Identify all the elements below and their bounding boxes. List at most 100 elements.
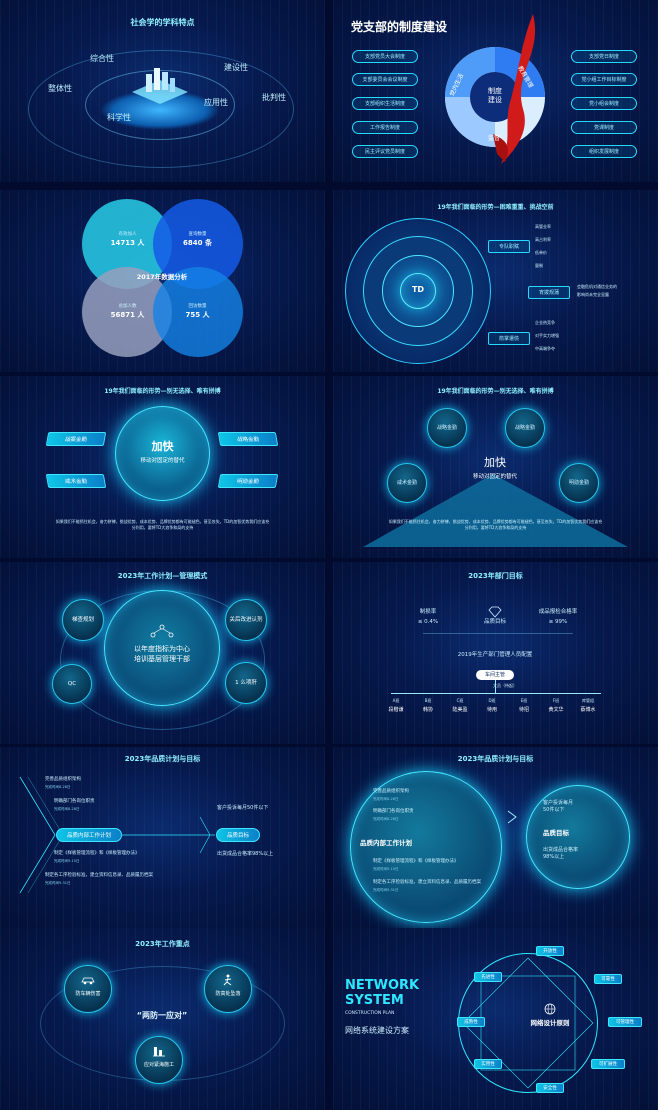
main-circle-label: 以年度指标为中心 培训基层管理干部 xyxy=(134,645,190,663)
plan-date: 完成时间9-31日 xyxy=(45,881,71,885)
slide-quality-plan-a[interactable]: 2023年品质计划与目标 完善品质组织架构 完成时间8-28日 明确部门各岗位职… xyxy=(0,747,325,929)
principle-tag: 可扩展性 xyxy=(591,1059,625,1069)
org-member: 蔡博水 xyxy=(580,707,596,713)
hub-title: 加快 xyxy=(151,440,174,453)
group-1-item: 低单价 xyxy=(535,250,547,255)
slide-department-goals[interactable]: 2023年部门目标 制损率 ≤ 0.4% 品质目标 成品报检合格率 ≥ 99% … xyxy=(333,562,658,744)
internal-plan-button[interactable]: 品质内部工作计划 xyxy=(56,828,122,842)
org-member: 待招 xyxy=(518,707,529,713)
label-critical: 批判性 xyxy=(262,93,286,102)
plan-date: 完成时间8-28日 xyxy=(45,785,71,789)
slide-quality-plan-b[interactable]: 2023年品质计划与目标 完善品质组织架构 完成时间8-28日 明确部门各岗位职… xyxy=(333,747,658,929)
slide-title: 2023年品质计划与目标 xyxy=(457,755,534,763)
org-team: E班 xyxy=(520,698,528,703)
center-title: 加快 xyxy=(484,456,506,469)
node-label: 明勋金勤 xyxy=(568,480,589,486)
org-team: F班 xyxy=(552,698,560,703)
plan-item: 完善品质组织架构 xyxy=(45,777,81,782)
plan-item: 制定《样板管理流程》和《样板管理办法》 xyxy=(373,859,459,864)
quality-goal-button[interactable]: 品质目标 xyxy=(216,828,260,842)
goal-item: 出货成品合格率98%以上 xyxy=(217,851,274,857)
slide-title: 19年我们面临的形势—困难重重、挑战空前 xyxy=(437,204,554,211)
goal-circle xyxy=(526,785,630,889)
slide-data-venn[interactable]: 有效加人 14713 人 查询数量 6840 条 总加人数 56871 人 回访… xyxy=(0,190,325,372)
slide-title: 19年我们面临的形势—别无选择、唯有拼搏 xyxy=(104,388,221,395)
stat-label: 查询数量 xyxy=(188,232,207,237)
left-item: 支部党员大会制度 xyxy=(352,50,418,63)
slide-management-mode[interactable]: 2023年工作计划—管理模式 以年度指标为中心 培训基层管理干部 梯查规划 关后… xyxy=(0,562,325,744)
node-label: 防车辆伤害 xyxy=(75,991,101,997)
stat-value: 755 人 xyxy=(185,311,210,319)
slide-title: 2023年工作重点 xyxy=(135,940,190,948)
network-icon xyxy=(150,624,174,638)
plan-item: 制定各工序检验标准，建立资料信息录、品质履历档案 xyxy=(373,880,481,885)
slide-title: 党支部的制度建设 xyxy=(351,20,448,34)
org-subtitle: 2019年生产部门管理人员配置 xyxy=(457,652,533,658)
hub-circle xyxy=(115,406,210,501)
org-team: B班 xyxy=(424,698,432,703)
org-team: C班 xyxy=(456,698,464,703)
plan-date: 完成时间9-15日 xyxy=(373,867,399,871)
stat-value: 6840 条 xyxy=(183,239,212,247)
node-label: 1 么项肝 xyxy=(235,680,257,686)
node-label: 关后改进认剂 xyxy=(229,617,263,623)
plan-item: 明确部门各岗位职责 xyxy=(373,809,414,814)
left-item: 民主评议党员制度 xyxy=(352,145,418,158)
target-core xyxy=(400,273,436,309)
construction-icon xyxy=(152,1045,166,1057)
principle-tag: 实用性 xyxy=(474,1059,502,1069)
left-item: 工作报告制度 xyxy=(352,121,418,134)
node-label: 战略金勤 xyxy=(514,425,535,431)
plan-date: 完成时间8-28日 xyxy=(54,807,80,811)
globe-icon xyxy=(544,1003,556,1015)
challenge-tag: 宵拨规蒲 xyxy=(528,286,570,299)
orbit-ring xyxy=(28,50,294,168)
org-line xyxy=(391,693,601,694)
flow-lines xyxy=(19,776,215,894)
label-scientific: 科学性 xyxy=(107,113,131,122)
node-label: 梯查规划 xyxy=(71,617,94,623)
group-3-item: 企业热竞争 xyxy=(535,320,555,325)
slide-discipline-features[interactable]: 社会学的学科特点 综合性 建设性 整体性 应用性 批判性 科学性 xyxy=(0,0,325,182)
city-model-icon xyxy=(128,66,192,106)
node-circle xyxy=(62,599,104,641)
car-icon xyxy=(81,975,95,985)
group-1-item: 高管业率 xyxy=(535,224,551,229)
main-circle xyxy=(104,590,220,706)
node-label: 防高处坠落 xyxy=(215,991,241,997)
plan-date: 完成时间9-15日 xyxy=(54,859,80,863)
slide-work-focus[interactable]: 2023年工作重点 防车辆伤害 防高处坠落 应对紧海施工 “两防一应对” xyxy=(0,928,325,1110)
metric-label: 制损率 xyxy=(419,609,437,615)
red-ribbon-decoration xyxy=(483,14,543,174)
right-item: 党小组工作目标制度 xyxy=(571,73,637,86)
slide-network-plan[interactable]: NETWORK SYSTEM CONSTRUCTION PLAN 网络系统建设方… xyxy=(333,928,658,1110)
principle-tag: 先进性 xyxy=(474,972,502,982)
pyramid-shape xyxy=(363,474,628,547)
right-item: 党小组会制度 xyxy=(571,97,637,110)
headline-network: NETWORK xyxy=(345,978,420,993)
group-3-item: 对手实力增强 xyxy=(535,333,559,338)
stat-value: 14713 人 xyxy=(110,239,145,247)
strategy-tag: 明勋金勤 xyxy=(217,474,279,488)
label-holistic: 整体性 xyxy=(48,84,72,93)
org-team: 库管组 xyxy=(582,698,594,703)
hub-subtitle: 移动对固定的替代 xyxy=(140,458,185,464)
principle-tag: 可管理性 xyxy=(608,1017,642,1027)
plan-item: 制定《样板管理流程》和《样板管理办法》 xyxy=(54,851,140,856)
slide-accelerate-b[interactable]: 19年我们面临的形势—别无选择、唯有拼搏 战略金勤 战略金勤 咸术金勤 明勋金勤… xyxy=(333,376,658,558)
right-item: 组织发展制度 xyxy=(571,145,637,158)
org-root: 车间主管 xyxy=(476,670,514,680)
slide-title: 2023年品质计划与目标 xyxy=(124,755,201,763)
slide-td-rings[interactable]: 19年我们面临的形势—困难重重、挑战空前 TD 专队职赋 宵拨规蒲 箭掌遣债 高… xyxy=(333,190,658,372)
goal-item: 客户投诉每月 50件以下 xyxy=(543,800,574,813)
slide-accelerate-a[interactable]: 19年我们面临的形势—别无选择、唯有拼搏 加快 移动对固定的替代 战案金勤 战略… xyxy=(0,376,325,558)
slide-party-system[interactable]: 党支部的制度建设 支部党员大会制度 支部委员会会议制度 支部组织生活制度 工作报… xyxy=(333,0,658,182)
org-assistant: 文员（待起） xyxy=(493,683,517,688)
diamond-icon xyxy=(488,606,502,618)
principle-center: 网络设计原则 xyxy=(530,1019,570,1027)
slide-title: 2023年工作计划—管理模式 xyxy=(117,572,208,580)
stat-label: 总加人数 xyxy=(118,304,137,309)
org-line xyxy=(495,680,496,693)
group-3-item: 中高端争夺 xyxy=(535,346,555,351)
org-member: 陆美盈 xyxy=(452,707,468,713)
